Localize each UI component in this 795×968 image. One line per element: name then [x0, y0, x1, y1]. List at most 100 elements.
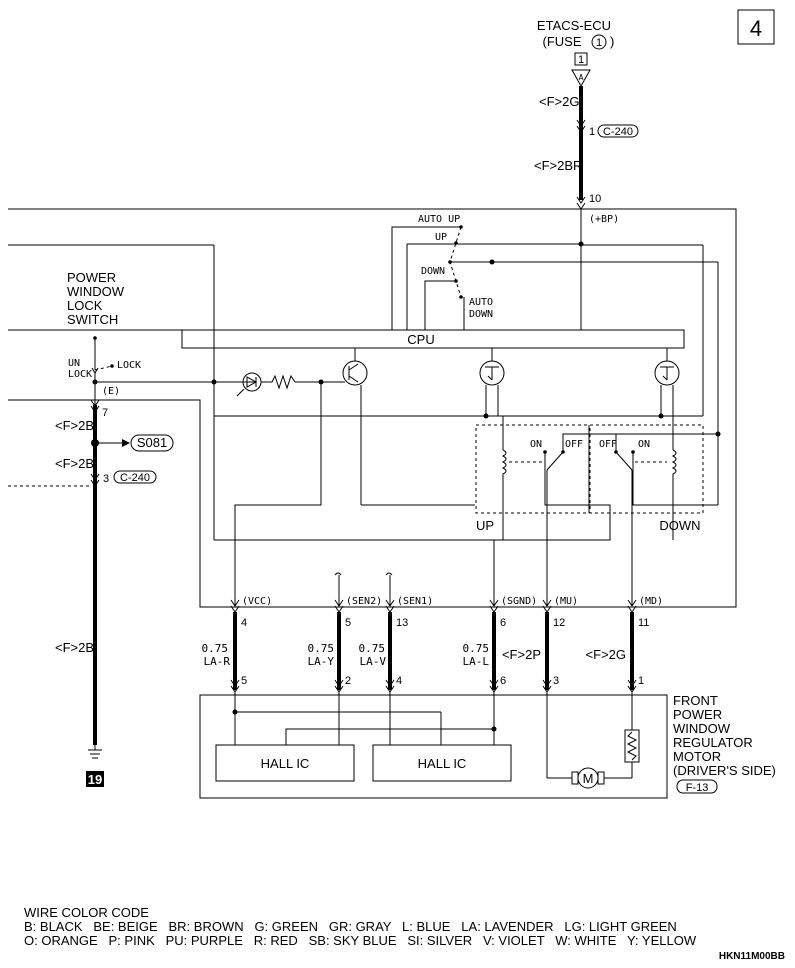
fuse-label: (FUSE [543, 34, 582, 49]
motor-pin-sgnd: 6 [500, 675, 506, 687]
sig-sgnd: (SGND) [501, 596, 537, 607]
fuse-number: 1 [596, 37, 602, 49]
color-md: <F>2G [586, 647, 626, 662]
pin-3: 3 [103, 473, 109, 485]
fuse-number-circle [591, 34, 607, 50]
wire-ground-return [214, 452, 611, 541]
hall-ic-1-label: HALL IC [261, 756, 310, 771]
wire [285, 728, 494, 745]
wire-auto-up [391, 226, 461, 330]
junction [658, 413, 664, 419]
switch-auto-down-2: DOWN [469, 309, 493, 320]
gauge-sen1: 0.75 [359, 642, 386, 655]
ground-number-box [86, 771, 104, 787]
connector-c240-top-box [597, 124, 639, 138]
switch-up: UP [435, 232, 447, 243]
switch-down: DOWN [421, 266, 445, 277]
motor-brush [597, 771, 605, 785]
hall-ic-1 [215, 744, 355, 782]
wire-label-top2: <F>2BR [534, 158, 582, 173]
relay-off-2: OFF [599, 439, 617, 450]
ground-icon [88, 749, 102, 759]
lock-switch-title-1: POWER [67, 270, 116, 285]
motor-icon [577, 767, 599, 789]
legend-line-1: B: BLACK BE: BEIGE BR: BROWN G: GREEN GR… [24, 919, 677, 934]
motor-brush [571, 771, 579, 785]
wire-label-top1: <F>2G [539, 94, 579, 109]
wire-sen2 [334, 572, 342, 607]
color-sen2: LA-Y [308, 655, 335, 668]
color-sen1: LA-V [360, 655, 387, 668]
cpu-box [181, 329, 685, 349]
color-sgnd: LA-L [463, 655, 490, 668]
coil-icon [671, 416, 677, 505]
connector-mu: (MU) 12 <F>2P 3 [502, 596, 578, 778]
color-mu: <F>2P [502, 647, 541, 662]
pin-c240-top: 1 [589, 126, 595, 138]
motor-title-1: FRONT [673, 693, 718, 708]
wire-down [424, 280, 456, 330]
motor-pin-mu: 3 [553, 675, 559, 687]
relay-off-1: OFF [565, 439, 583, 450]
wire-label-left2: <F>2B [55, 456, 94, 471]
junction [489, 259, 495, 265]
gauge-vcc: 0.75 [202, 642, 229, 655]
junction [232, 709, 238, 715]
lock-un: UN [68, 358, 80, 369]
connector-pins: (VCC) 4 0.75 LA-R 5 (SEN2) 5 0.75 LA-Y 2… [202, 596, 663, 778]
motor-label: M [583, 771, 594, 786]
connector-f13: F-13 [686, 782, 709, 794]
junction [211, 379, 217, 385]
motor-title-4: REGULATOR [673, 735, 753, 750]
connector-sen1: (SEN1) 13 0.75 LA-V 4 [359, 596, 433, 745]
connector-chevron [576, 119, 586, 133]
ecu-pin-vcc: 4 [241, 617, 247, 629]
pin-10: 10 [589, 193, 601, 205]
contact [454, 241, 458, 245]
connector-f13-box [676, 779, 718, 794]
hall-ic-2 [372, 744, 512, 782]
splice-s081: S081 [137, 435, 167, 450]
connector-sgnd: (SGND) 6 0.75 LA-L 6 [463, 596, 537, 745]
ecu-pin-md: 11 [638, 617, 649, 629]
etacs-ecu-label: ETACS-ECU [537, 18, 611, 33]
transistor-icon [654, 348, 680, 416]
ground-number: 19 [88, 772, 102, 787]
led-symbol [246, 376, 258, 388]
gauge-sgnd: 0.75 [463, 642, 490, 655]
motor-box [199, 694, 668, 799]
gauge-sen2: 0.75 [308, 642, 335, 655]
relay-on-1: ON [530, 439, 542, 450]
connector-vcc: (VCC) 4 0.75 LA-R 5 [202, 596, 272, 745]
switch-lever [94, 365, 113, 371]
connector-md: (MD) 11 <F>2G 1 [586, 596, 663, 730]
contact [110, 364, 114, 368]
color-vcc: LA-R [204, 655, 231, 668]
sig-mu: (MU) [554, 596, 578, 607]
relay-down-label: DOWN [659, 518, 700, 533]
ecu-pin-mu: 12 [553, 617, 565, 629]
wire-sen1 [385, 572, 393, 607]
sig-vcc: (VCC) [242, 596, 272, 607]
connector-c240-top: C-240 [603, 126, 633, 138]
ecu-pin-sgnd: 6 [500, 617, 506, 629]
relay-down-box [589, 424, 704, 514]
junction [91, 439, 99, 447]
coil-icon [501, 416, 507, 505]
relay-contact [546, 451, 564, 471]
switch-auto-down-1: AUTO [469, 297, 493, 308]
connector-c240-left: C-240 [120, 472, 150, 484]
switch-auto-up: AUTO UP [418, 214, 460, 225]
relay-up-label: UP [476, 518, 494, 533]
sig-sen2: (SEN2) [346, 596, 382, 607]
transistor-icon [342, 348, 368, 505]
relay-on-2: ON [638, 439, 650, 450]
wire-label-left1: <F>2B [55, 418, 94, 433]
connector-sen2: (SEN2) 5 0.75 LA-Y 2 [308, 596, 382, 745]
lock-left: LOCK [68, 369, 92, 380]
wire-vcc [234, 382, 322, 607]
sig-md: (MD) [639, 596, 663, 607]
motor-pin-sen2: 2 [345, 675, 351, 687]
hall-ic-2-label: HALL IC [418, 756, 467, 771]
